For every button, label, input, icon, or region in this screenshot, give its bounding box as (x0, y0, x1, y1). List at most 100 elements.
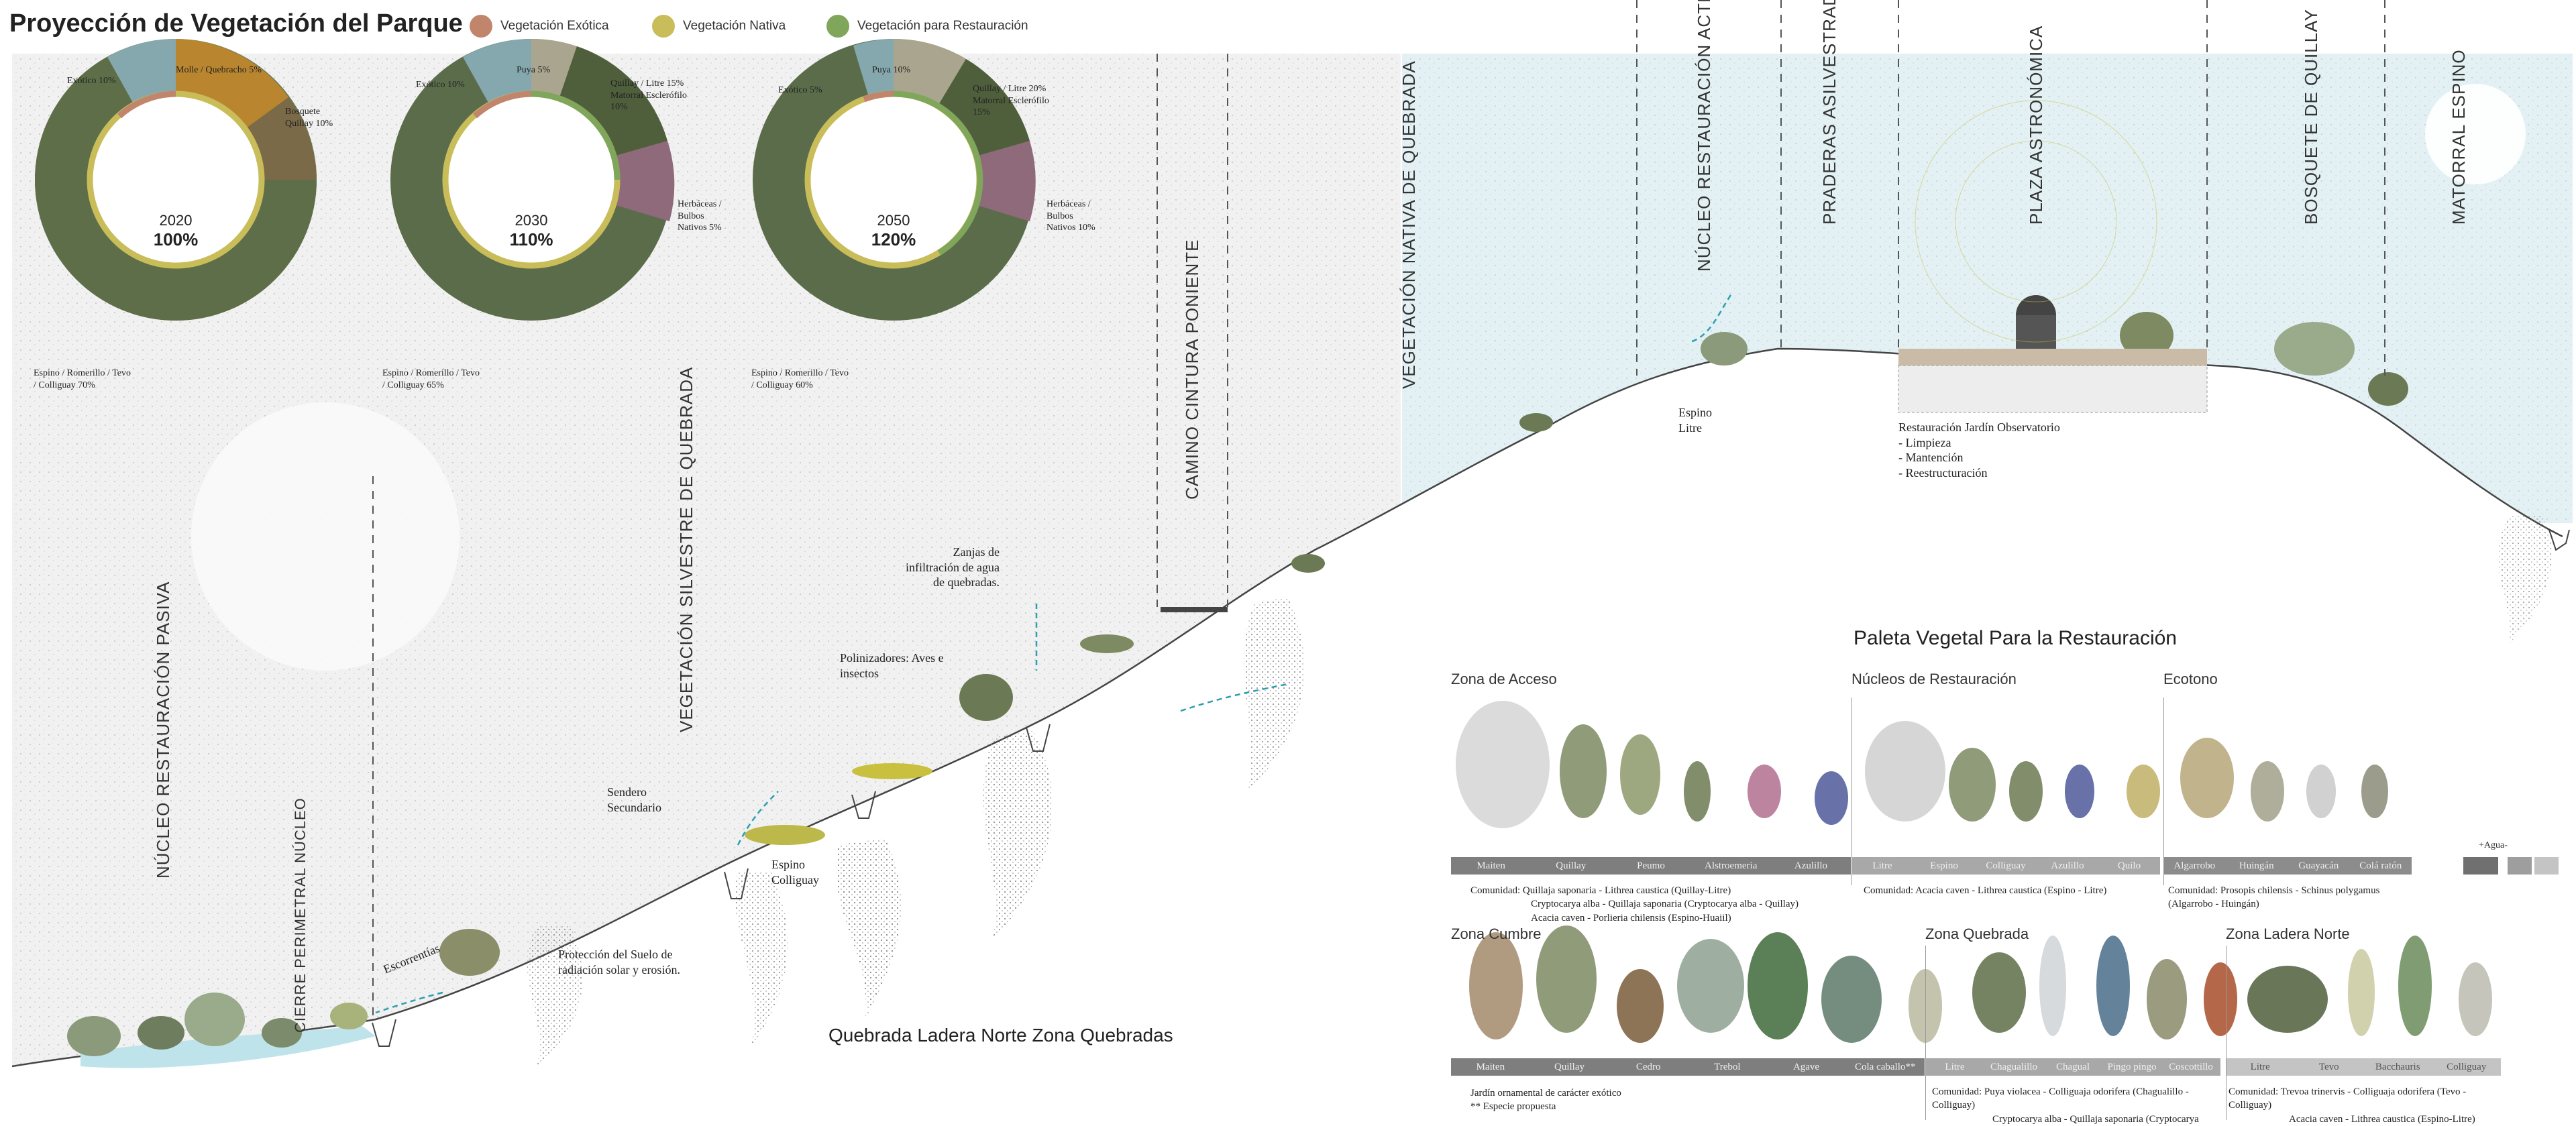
species-bar: Litre Tevo Bacchauris Colliguay (2226, 1058, 2501, 1076)
donut-label: Herbáceas / Bulbos Nativos 10% (1046, 199, 1095, 233)
species-name: Quillay (1554, 1062, 1585, 1072)
lookout-platform (1161, 607, 1228, 612)
root-stipple (735, 872, 788, 1046)
donut-label: Espino / Romerillo / Tevo / Colliguay 60… (751, 368, 849, 390)
vertical-label: MATORRAL ESPINO (2449, 49, 2469, 225)
moon-disc (2425, 84, 2526, 184)
note-polinizadores: Polinizadores: Aves e insectos (840, 651, 944, 680)
legend-native: Vegetación Nativa (652, 15, 786, 38)
species-name: Algarrobo (2174, 860, 2216, 871)
ground-fill (12, 349, 2573, 1125)
species-name: Bacchauris (2375, 1062, 2420, 1072)
community-line: Comunidad: Prosopis chilensis - Schinus … (2168, 885, 2380, 896)
community-line: Comunidad: Trevoa trinervis - Colliguaja… (2229, 1086, 2467, 1111)
species-name: Litre (1872, 860, 1892, 871)
water-swatch (2508, 857, 2532, 875)
species-name: Cola caballo** (1855, 1062, 1916, 1072)
donut-center-2020: 2020 100% (115, 212, 236, 250)
vertical-label: PRADERAS ASILVESTRADAS (1819, 0, 1839, 225)
species-name: Chagual (2056, 1062, 2090, 1072)
species-name: Huingán (2239, 860, 2274, 871)
root-stipple (836, 838, 902, 1019)
donut-percent: 120% (871, 229, 916, 249)
note-sendero: Sendero Secundario (607, 785, 661, 814)
water-legend-label: +Agua- (2479, 840, 2508, 850)
donut-percent: 100% (153, 229, 199, 249)
trench (724, 868, 749, 899)
restoration-swatch-icon (826, 15, 849, 38)
community-text: Comunidad: Puya violacea - Colliguaja od… (1932, 1085, 2220, 1126)
donut-label: Herbáceas / Bulbos Nativos 5% (678, 199, 722, 233)
species-name: Coscottillo (2169, 1062, 2213, 1072)
section-dividers (372, 0, 2385, 1019)
donut-year: 2020 (159, 212, 193, 229)
donut-label: Molle / Quebracho 5% (176, 65, 262, 75)
donut-label: Exótico 5% (778, 85, 822, 95)
pond (80, 1026, 376, 1068)
zone-title: Zona de Acceso (1451, 671, 1557, 687)
species-bar: Maiten Quillay Peumo Alstroemeria Azulil… (1451, 857, 1851, 875)
trench (1026, 724, 1051, 752)
water-swatch (2463, 857, 2498, 875)
community-line: Cryptocarya alba - Quillaja saponaria (C… (1531, 899, 1799, 910)
donut-label: Bosquete Quillay 10% (285, 107, 333, 129)
note-proteccion: Protección del Suelo de radiación solar … (558, 948, 680, 976)
donut-chart-2050 (753, 39, 1036, 321)
species-bar: Litre Chagualillo Chagual Pingo pingo Co… (1925, 1058, 2220, 1076)
zone-title: Zona Cumbre (1451, 925, 1542, 942)
exotic-swatch-icon (470, 15, 492, 38)
legend-restoration: Vegetación para Restauración (826, 15, 1028, 38)
vertical-label: CAMINO CINTURA PONIENTE (1182, 239, 1202, 500)
zone-title: Núcleos de Restauración (1851, 671, 2017, 687)
species-name: Alstroemeria (1705, 860, 1758, 871)
community-line: Comunidad: Puya violacea - Colliguaja od… (1932, 1086, 2189, 1111)
species-name: Azulillo (2051, 860, 2084, 871)
donut-year: 2030 (515, 212, 548, 229)
donut-center-2030: 2030 110% (471, 212, 592, 250)
legend-exotic: Vegetación Exótica (470, 15, 609, 38)
community-line: ** Especie propuesta (1470, 1101, 1556, 1113)
donut-label: Quillay / Litre 15% Matorral Esclerófilo… (610, 78, 687, 112)
species-name: Colliguay (1986, 860, 2026, 871)
species-name: Chagualillo (1990, 1062, 2037, 1072)
donut-year: 2050 (877, 212, 910, 229)
community-line: Jardín ornamental de carácter exótico (1470, 1088, 1621, 1099)
vegetation-clusters (67, 312, 2408, 1056)
species-name: Litre (1945, 1062, 1965, 1072)
palette-title: Paleta Vegetal Para la Restauración (1854, 627, 2177, 649)
zone-title: Zona Ladera Norte (2226, 925, 2350, 942)
donut-label: Exótico 10% (416, 80, 465, 90)
donut-chart-2020 (35, 39, 317, 321)
plant-illustrations (1456, 701, 2492, 1043)
page-title: Proyección de Vegetación del Parque (9, 9, 463, 38)
vertical-label: BOSQUETE DE QUILLAY (2301, 9, 2321, 225)
donut-percent: 110% (509, 229, 553, 249)
vertical-label: VEGETACIÓN SILVESTRE DE QUEBRADA (676, 366, 696, 732)
species-name: Maiten (1477, 860, 1505, 871)
donut-label: Espino / Romerillo / Tevo / Colliguay 70… (34, 368, 131, 390)
species-name: Espino (1930, 860, 1958, 871)
donut-center-2050: 2050 120% (833, 212, 954, 250)
note-restauracion-title: Restauración Jardín Observatorio (1898, 420, 2060, 434)
species-name: Trebol (1714, 1062, 1741, 1072)
species-name: Quilo (2117, 860, 2141, 871)
community-line: Comunidad: Acacia caven - Lithrea causti… (1864, 885, 2107, 896)
species-name: Peumo (1637, 860, 1665, 871)
donut-label: Espino / Romerillo / Tevo / Colliguay 65… (382, 368, 480, 390)
root-stipple (2498, 516, 2552, 644)
species-name: Quillay (1556, 860, 1587, 871)
donut-label: Puya 10% (872, 65, 911, 75)
note-restauracion: Restauración Jardín Observatorio - Limpi… (1898, 420, 2100, 480)
section-caption: Quebrada Ladera Norte Zona Quebradas (828, 1025, 1173, 1046)
species-name: Pingo pingo (2107, 1062, 2157, 1072)
vertical-label: NÚCLEO RESTAURACIÓN ACTIVO (1694, 0, 1714, 272)
community-line: Cryptocarya alba - Quillaja saponaria (C… (1992, 1113, 2199, 1125)
note-espino-colliguay: Espino Colliguay (771, 858, 819, 887)
vertical-label: NÚCLEO RESTAURACIÓN PASIVA (153, 581, 173, 879)
zone-title: Ecotono (2163, 671, 2218, 687)
note-restauracion-item: - Mantención (1898, 451, 1964, 464)
community-line: Acacia caven - Porlieria chilensis (Espi… (1531, 912, 1731, 923)
note-restauracion-item: - Reestructuración (1898, 465, 1988, 480)
vertical-label: CIERRE PERIMETRAL NÚCLEO (292, 797, 309, 1033)
